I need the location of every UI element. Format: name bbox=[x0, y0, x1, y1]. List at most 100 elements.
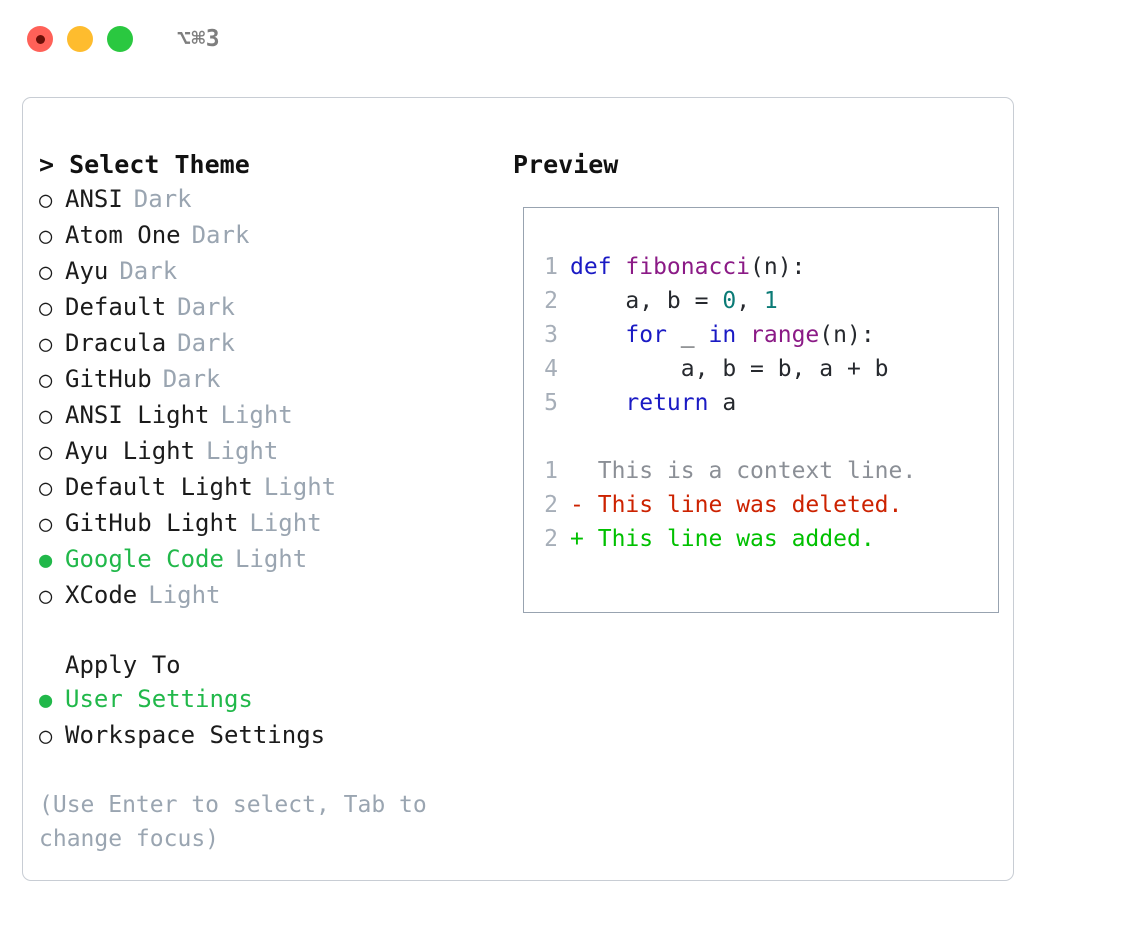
theme-option-variant: Light bbox=[249, 509, 322, 537]
diff-marker: - bbox=[570, 492, 584, 518]
theme-option-label: Atom One bbox=[65, 221, 181, 249]
code-line-number: 4 bbox=[544, 356, 558, 382]
theme-option-variant: Dark bbox=[162, 365, 221, 393]
theme-option-variant: Light bbox=[148, 581, 221, 609]
code-token-plain: a, b = b, a + b bbox=[570, 356, 889, 382]
code-token-plain bbox=[570, 322, 625, 348]
theme-option-variant: Dark bbox=[191, 221, 250, 249]
list-spacer bbox=[39, 614, 501, 648]
theme-option-label: ANSI Light bbox=[65, 401, 210, 429]
theme-option-dracula[interactable]: ○ Dracula Dark bbox=[39, 326, 501, 362]
radio-empty-icon: ○ bbox=[39, 332, 53, 357]
radio-selected-icon: ● bbox=[39, 548, 53, 573]
code-token-fn: fibonacci bbox=[625, 254, 751, 280]
focus-caret-icon: > bbox=[39, 150, 55, 179]
close-button[interactable] bbox=[27, 26, 53, 52]
apply-to-heading: Apply To bbox=[65, 651, 181, 679]
code-line-number: 5 bbox=[544, 390, 558, 416]
code-line-number: 3 bbox=[544, 322, 558, 348]
theme-option-variant: Dark bbox=[177, 329, 235, 357]
code-token-kw: return bbox=[625, 390, 709, 416]
radio-empty-icon: ○ bbox=[39, 584, 53, 609]
diff-line-number: 2 bbox=[544, 526, 558, 552]
code-line-text: return a bbox=[570, 386, 736, 420]
theme-picker-title bbox=[54, 150, 69, 179]
radio-empty-icon: ○ bbox=[39, 368, 53, 393]
code-line: 4 a, b = b, a + b bbox=[524, 352, 998, 386]
diff-line-number: 1 bbox=[544, 458, 558, 484]
theme-option-label: Default bbox=[65, 293, 167, 321]
radio-empty-icon: ○ bbox=[39, 404, 53, 429]
code-line-text: a, b = 0, 1 bbox=[570, 284, 778, 318]
code-line-text: a, b = b, a + b bbox=[570, 352, 889, 386]
diff-text: This line was deleted. bbox=[597, 492, 903, 518]
diff-marker bbox=[570, 458, 584, 484]
theme-option-ayu-light[interactable]: ○ Ayu Light Light bbox=[39, 434, 501, 470]
code-line: 2 a, b = 0, 1 bbox=[524, 284, 998, 318]
diff-line-ctx: 1 This is a context line. bbox=[524, 454, 998, 488]
radio-empty-icon: ○ bbox=[39, 724, 53, 749]
theme-option-variant: Light bbox=[234, 545, 308, 573]
radio-empty-icon: ○ bbox=[39, 512, 53, 537]
theme-option-google-code[interactable]: ● Google Code Light bbox=[39, 542, 501, 578]
minimize-button[interactable] bbox=[67, 26, 93, 52]
apply-to-option-user-settings[interactable]: ●User Settings bbox=[39, 682, 501, 718]
theme-picker-title-text: Select Theme bbox=[69, 150, 250, 179]
radio-empty-icon: ○ bbox=[39, 440, 53, 465]
theme-option-variant: Light bbox=[206, 437, 279, 465]
code-line-number: 2 bbox=[544, 288, 558, 314]
diff-sample: 1 This is a context line.2- This line wa… bbox=[524, 454, 998, 556]
code-token-num: 0 bbox=[722, 288, 737, 314]
theme-option-label: Google Code bbox=[65, 545, 224, 573]
radio-selected-icon: ● bbox=[39, 688, 53, 713]
diff-line-text: + This line was added. bbox=[570, 522, 875, 556]
code-token-kw: def bbox=[570, 254, 626, 280]
code-token-plain: _ bbox=[666, 322, 709, 348]
shortcut-label: ⌥⌘3 bbox=[177, 25, 221, 52]
code-token-kw: for bbox=[625, 322, 667, 348]
code-token-kw: in bbox=[708, 322, 737, 348]
radio-empty-icon: ○ bbox=[39, 188, 53, 213]
preview-heading: Preview bbox=[513, 150, 619, 179]
code-line: 5 return a bbox=[524, 386, 998, 420]
maximize-button[interactable] bbox=[107, 26, 133, 52]
code-line: 3 for _ in range(n): bbox=[524, 318, 998, 352]
diff-line-text: - This line was deleted. bbox=[570, 488, 902, 522]
diff-text: This line was added. bbox=[597, 526, 875, 552]
diff-text: This is a context line. bbox=[597, 458, 917, 484]
theme-option-label: GitHub Light bbox=[65, 509, 239, 537]
code-line-text: def fibonacci(n): bbox=[570, 250, 805, 284]
code-token-plain bbox=[736, 322, 750, 348]
code-token-plain: , bbox=[736, 288, 764, 314]
code-token-plain: a, b = bbox=[570, 288, 723, 314]
theme-option-github-light[interactable]: ○ GitHub Light Light bbox=[39, 506, 501, 542]
theme-option-label: Ayu Light bbox=[65, 437, 196, 465]
apply-to-option-label: Workspace Settings bbox=[65, 721, 326, 749]
code-token-num: 1 bbox=[763, 288, 778, 314]
code-diff-spacer bbox=[524, 420, 998, 454]
code-line-text: for _ in range(n): bbox=[570, 318, 874, 352]
radio-empty-icon: ○ bbox=[39, 476, 53, 501]
theme-option-variant: Light bbox=[263, 473, 337, 501]
code-token-fn: range bbox=[750, 322, 820, 348]
code-token-plain: a bbox=[708, 390, 737, 416]
diff-marker: + bbox=[570, 526, 584, 552]
keyboard-hint: (Use Enter to select, Tab to change focu… bbox=[39, 792, 427, 852]
apply-to-option-workspace-settings[interactable]: ○ Workspace Settings bbox=[39, 718, 501, 754]
theme-option-label: Dracula bbox=[65, 329, 167, 357]
